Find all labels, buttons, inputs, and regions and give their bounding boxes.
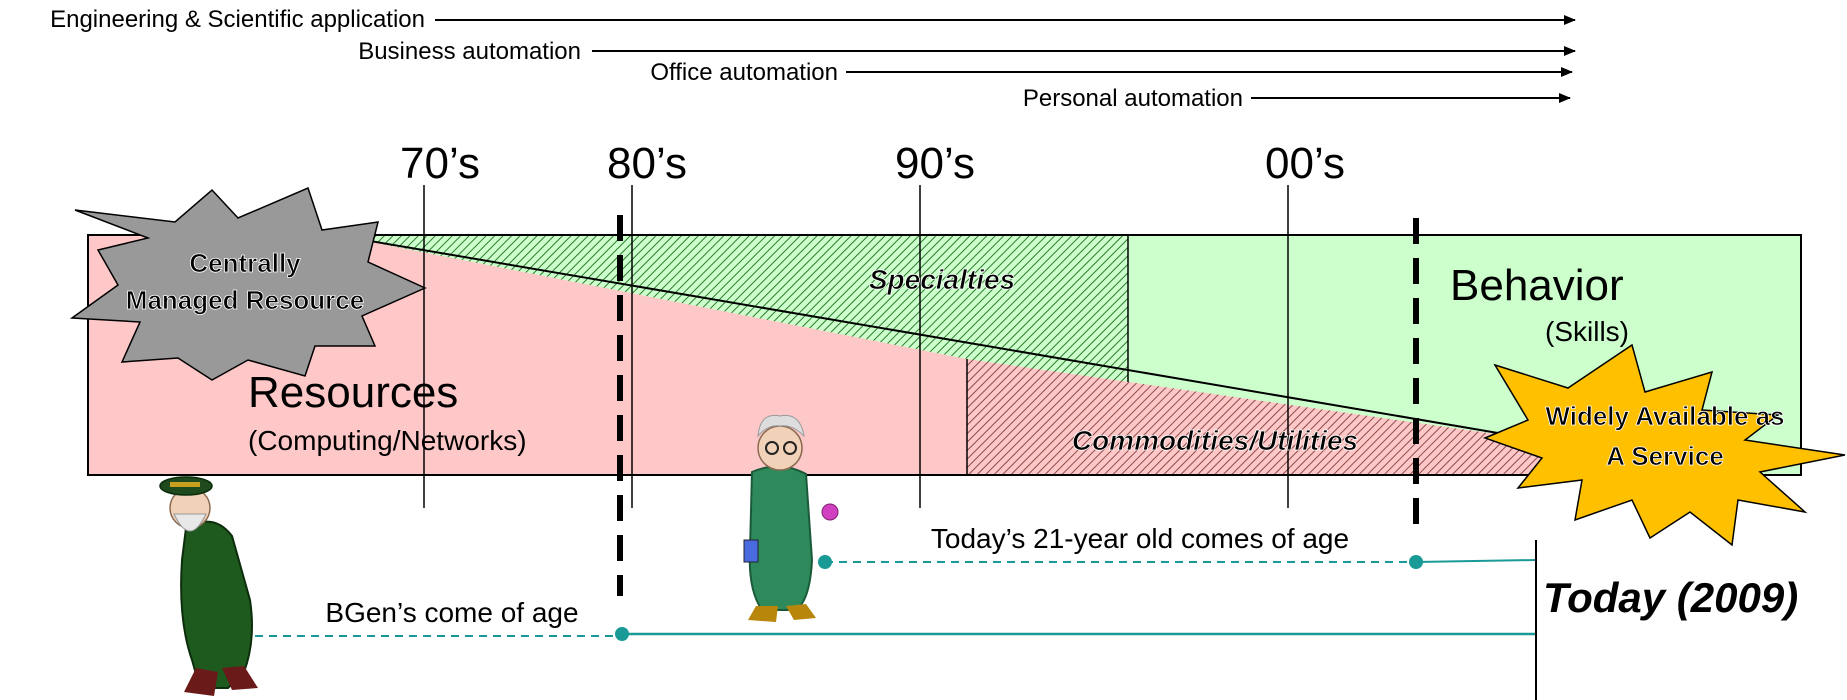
- central-burst-line1: Centrally: [189, 248, 301, 278]
- region-boundary-line: [334, 234, 1546, 442]
- old-general-figure: [159, 476, 258, 696]
- resources-subtitle: (Computing/Networks): [248, 425, 527, 456]
- decade-labels: 70’s 80’s 90’s 00’s: [400, 139, 1345, 188]
- professor-flower: [821, 503, 839, 521]
- app-label-personal: Personal automation: [1023, 85, 1243, 112]
- central-burst: Centrally Managed Resource: [69, 186, 427, 381]
- bgen-label: BGen’s come of age: [325, 597, 578, 628]
- behavior-title: Behavior: [1450, 261, 1624, 310]
- central-burst-line2: Managed Resource: [126, 285, 364, 315]
- professor-shoes: [748, 604, 816, 622]
- young-generation-label: Today’s 21-year old comes of age: [931, 523, 1349, 554]
- decade-label-90s: 90’s: [895, 139, 975, 188]
- widely-burst-shape: [1482, 343, 1846, 547]
- behavior-subtitle: (Skills): [1545, 316, 1629, 347]
- widely-burst-line1: Widely Available as: [1545, 401, 1784, 431]
- generation-timelines: Today’s 21-year old comes of age BGen’s …: [255, 523, 1798, 700]
- decade-label-00s: 00’s: [1265, 139, 1345, 188]
- decade-ticks: [423, 185, 1289, 508]
- app-label-business: Business automation: [358, 38, 581, 65]
- today-label: Today (2009): [1543, 574, 1798, 621]
- central-burst-shape: [69, 186, 427, 381]
- professor-notebook: [743, 539, 759, 563]
- commodities-region: [967, 359, 1545, 475]
- young-solid-line: [1415, 559, 1537, 563]
- application-arrows: Engineering & Scientific application Bus…: [50, 6, 1576, 112]
- professor-hair: [757, 414, 805, 438]
- specialties-region: [335, 235, 1128, 382]
- region-labels: Specialties Commodities/Utilities Resour…: [248, 261, 1629, 456]
- general-legs: [184, 666, 258, 696]
- decade-label-80s: 80’s: [607, 139, 687, 188]
- professor-glasses-left: [765, 441, 779, 455]
- young-start-dot: [818, 555, 832, 569]
- commodities-label: Commodities/Utilities: [1072, 425, 1358, 456]
- decade-label-70s: 70’s: [400, 139, 480, 188]
- widely-burst: Widely Available as A Service: [1482, 343, 1846, 547]
- bgen-dot: [615, 627, 629, 641]
- resources-title: Resources: [248, 368, 458, 417]
- professor-glasses-right: [783, 441, 797, 455]
- general-cap-band: [170, 482, 200, 487]
- app-label-engineering: Engineering & Scientific application: [50, 6, 425, 33]
- band-outline: [87, 234, 1802, 476]
- specialties-label: Specialties: [869, 264, 1015, 295]
- app-label-office: Office automation: [650, 59, 838, 86]
- general-beard: [173, 513, 207, 532]
- general-body: [180, 520, 253, 689]
- professor-body: [748, 465, 814, 611]
- young-professor-figure: [743, 414, 839, 622]
- widely-burst-line2: A Service: [1606, 441, 1724, 471]
- young-end-dot: [1409, 555, 1423, 569]
